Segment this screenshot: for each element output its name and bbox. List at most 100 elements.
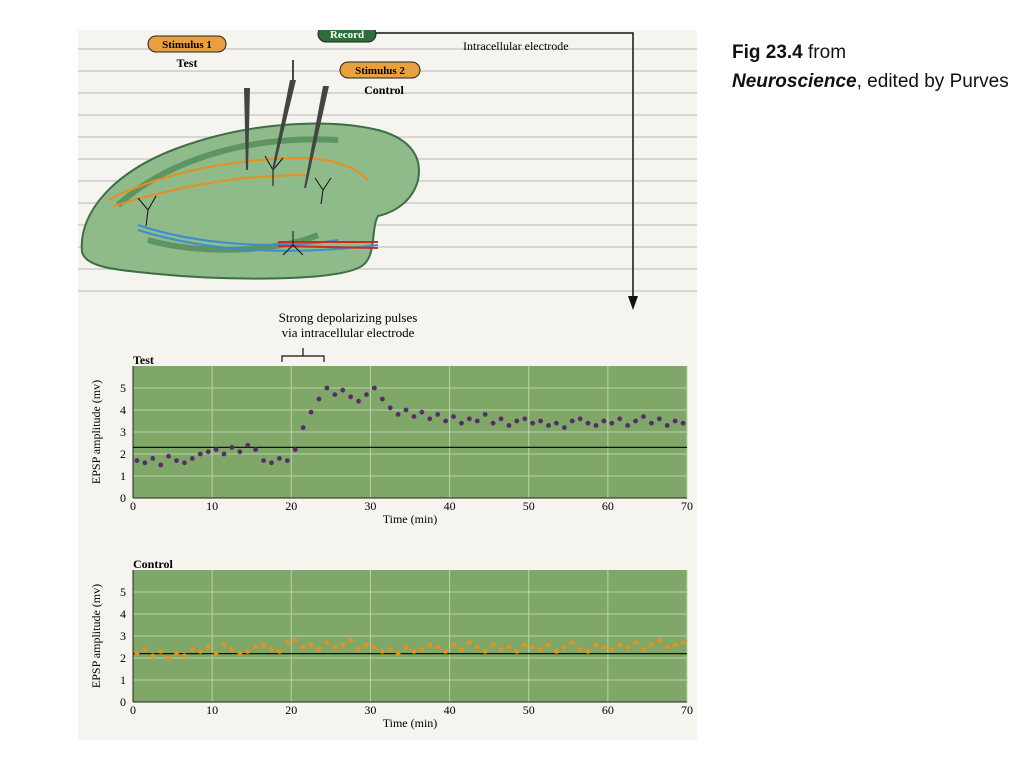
test-data-point: [554, 420, 559, 426]
test-data-point: [150, 456, 156, 461]
stimulus-1-label: Stimulus 1: [162, 39, 212, 51]
control-data-point: [269, 646, 274, 652]
control-data-point: [387, 646, 393, 652]
test-data-point: [506, 423, 512, 428]
test-x-tick-label: 60: [602, 499, 614, 513]
control-data-point: [656, 638, 662, 643]
control-data-point: [577, 646, 583, 652]
control-y-tick-label: 1: [120, 673, 126, 687]
control-data-point: [427, 642, 433, 648]
control-data-point: [514, 649, 520, 654]
test-data-point: [577, 416, 583, 422]
control-x-tick-label: 40: [444, 703, 456, 717]
control-chart: Control Time (min) EPSP amplitude (mv) 0…: [89, 557, 693, 730]
pulses-label-line2: via intracellular electrode: [282, 325, 415, 340]
control-x-tick-label: 0: [130, 703, 136, 717]
test-data-point: [387, 405, 393, 411]
control-data-point: [569, 640, 575, 645]
test-data-point: [466, 416, 472, 422]
control-y-tick-label: 2: [120, 651, 126, 665]
control-data-point: [229, 646, 235, 652]
test-data-point: [451, 414, 456, 419]
intracellular-electrode-label: Intracellular electrode: [463, 39, 569, 53]
test-x-tick-label: 40: [444, 499, 456, 513]
test-data-point: [585, 420, 591, 426]
test-data-point: [300, 425, 306, 430]
pulses-bracket: [281, 348, 325, 362]
control-data-point: [213, 651, 219, 656]
control-data-point: [403, 644, 409, 650]
test-data-point: [284, 458, 290, 463]
control-x-tick-label: 60: [602, 703, 614, 717]
control-data-point: [189, 646, 195, 652]
test-data-point: [395, 412, 401, 417]
test-data-point: [221, 451, 227, 457]
test-data-point: [292, 447, 298, 452]
test-x-tick-label: 30: [364, 499, 376, 513]
test-data-point: [530, 420, 536, 426]
test-data-point: [142, 460, 148, 466]
control-data-point: [371, 644, 377, 650]
control-x-tick-label: 50: [523, 703, 535, 717]
figure-caption: Fig 23.4 from Neuroscience, edited by Pu…: [732, 38, 1012, 96]
control-x-tick-label: 30: [364, 703, 376, 717]
control-data-point: [364, 642, 369, 648]
test-data-point: [561, 425, 567, 430]
control-data-point: [538, 646, 543, 652]
control-data-point: [625, 644, 631, 650]
test-data-point: [316, 396, 322, 402]
control-data-point: [411, 649, 417, 654]
control-data-point: [340, 642, 346, 648]
control-data-point: [158, 649, 164, 654]
control-y-axis-label: EPSP amplitude (mv): [89, 584, 103, 688]
test-x-tick-label: 10: [206, 499, 218, 513]
control-data-point: [261, 642, 266, 648]
test-data-point: [356, 398, 361, 404]
test-data-point: [601, 418, 607, 424]
test-data-point: [648, 420, 654, 426]
control-data-point: [466, 640, 472, 645]
record-label: Record: [330, 30, 364, 41]
test-data-point: [522, 416, 528, 422]
test-x-tick-label: 70: [681, 499, 693, 513]
control-chart-title: Control: [133, 557, 173, 571]
stimulus-2-label: Stimulus 2: [355, 65, 405, 77]
record-box: [317, 30, 377, 43]
control-y-tick-label: 0: [120, 695, 126, 709]
test-data-point: [205, 449, 211, 455]
control-data-point: [316, 646, 322, 652]
test-y-tick-label: 3: [120, 425, 126, 439]
control-y-tick-label: 5: [120, 585, 126, 599]
control-data-point: [672, 642, 678, 648]
caption-editor: , edited by Purves: [856, 71, 1009, 92]
control-data-point: [648, 642, 654, 648]
control-y-tick-label: 4: [120, 607, 126, 621]
control-data-point: [435, 644, 441, 650]
test-data-point: [324, 385, 330, 391]
control-data-point: [205, 644, 211, 650]
test-data-point: [514, 418, 520, 424]
control-data-point: [277, 649, 282, 654]
control-data-point: [142, 646, 148, 652]
test-data-point: [237, 449, 243, 455]
control-data-point: [395, 651, 401, 656]
test-data-point: [435, 412, 441, 417]
control-data-point: [324, 640, 330, 645]
control-data-point: [617, 642, 623, 648]
stimulus-2-box: [339, 61, 421, 79]
control-data-point: [585, 649, 591, 654]
test-data-point: [166, 453, 172, 459]
control-data-point: [356, 646, 361, 652]
test-data-point: [308, 409, 314, 415]
test-data-point: [213, 447, 219, 452]
test-x-tick-label: 0: [130, 499, 136, 513]
test-data-point: [490, 420, 496, 426]
control-data-point: [474, 644, 480, 650]
test-chart-title: Test: [133, 353, 154, 367]
control-x-axis-label: Time (min): [383, 716, 438, 730]
control-x-tick-label: 20: [285, 703, 297, 717]
control-data-point: [561, 644, 567, 650]
test-data-point: [459, 420, 464, 426]
test-data-point: [593, 423, 599, 428]
control-data-point: [482, 649, 488, 654]
